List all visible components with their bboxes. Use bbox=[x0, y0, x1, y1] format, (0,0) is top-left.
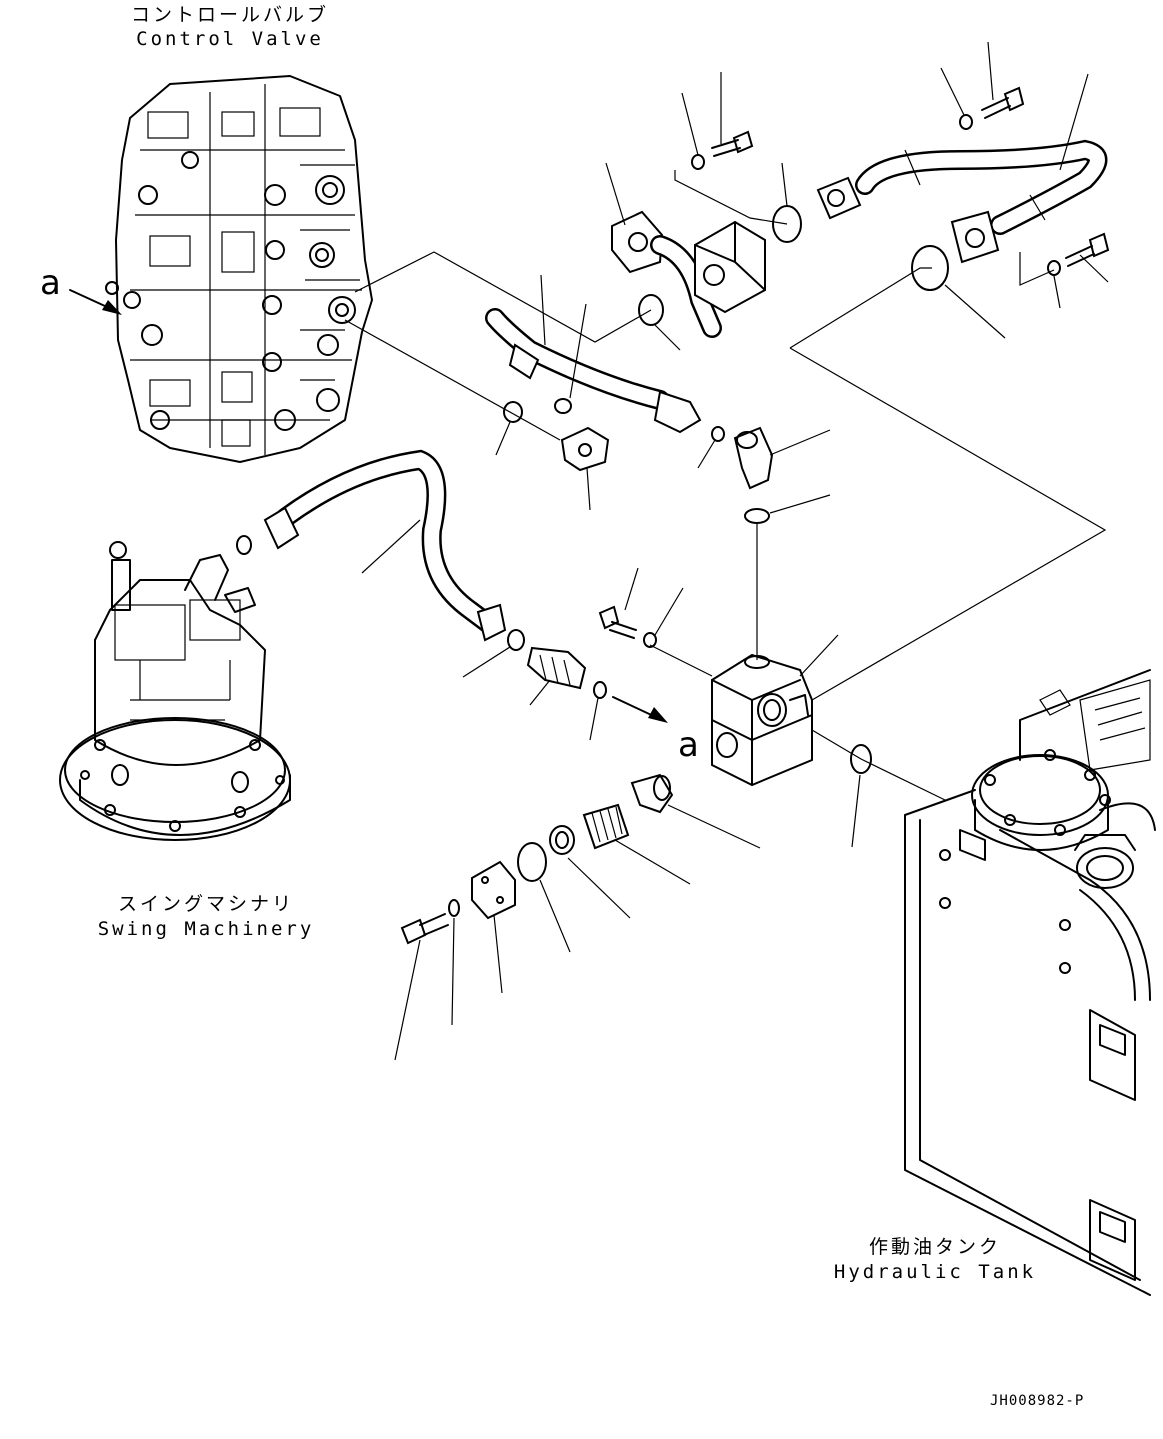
hydraulic-tank-label-jp: 作動油タンク bbox=[868, 1236, 1002, 1258]
cover-plate bbox=[471, 860, 516, 920]
assembly-lines bbox=[344, 170, 1107, 801]
washer-cover bbox=[448, 899, 460, 917]
view-marker-left: a bbox=[40, 263, 61, 303]
drain-hose-middle bbox=[485, 308, 702, 434]
view-arrow-left bbox=[69, 289, 122, 315]
spacer-ring bbox=[549, 825, 575, 855]
poppet bbox=[630, 773, 674, 814]
leader-lines bbox=[361, 41, 1109, 1061]
check-valve-connector bbox=[526, 646, 587, 690]
hydraulic-tank bbox=[904, 669, 1156, 1296]
spring bbox=[582, 803, 630, 850]
bolt-cover bbox=[400, 913, 449, 945]
control-valve bbox=[105, 75, 373, 463]
control-valve-label-jp: コントロールバルブ bbox=[130, 4, 330, 26]
swing-machinery-label-en: Swing Machinery bbox=[97, 918, 315, 940]
o-rings bbox=[236, 205, 949, 882]
swing-machinery bbox=[59, 541, 291, 841]
view-arrow-center bbox=[612, 696, 668, 723]
bolts-and-washers bbox=[598, 86, 1110, 648]
document-number: JH008982-P bbox=[990, 1393, 1085, 1409]
tee-fitting bbox=[560, 426, 610, 472]
flange-pipe bbox=[611, 210, 766, 338]
swing-drain-hose bbox=[263, 449, 507, 642]
hydraulic-tank-label-en: Hydraulic Tank bbox=[833, 1261, 1037, 1283]
return-hose-upper bbox=[816, 139, 1108, 264]
swing-machinery-label-jp: スイングマシナリ bbox=[117, 893, 295, 915]
control-valve-label-en: Control Valve bbox=[136, 28, 324, 50]
elbow-fitting bbox=[733, 426, 774, 490]
valve-block bbox=[711, 653, 813, 787]
view-marker-center: a bbox=[678, 725, 699, 765]
